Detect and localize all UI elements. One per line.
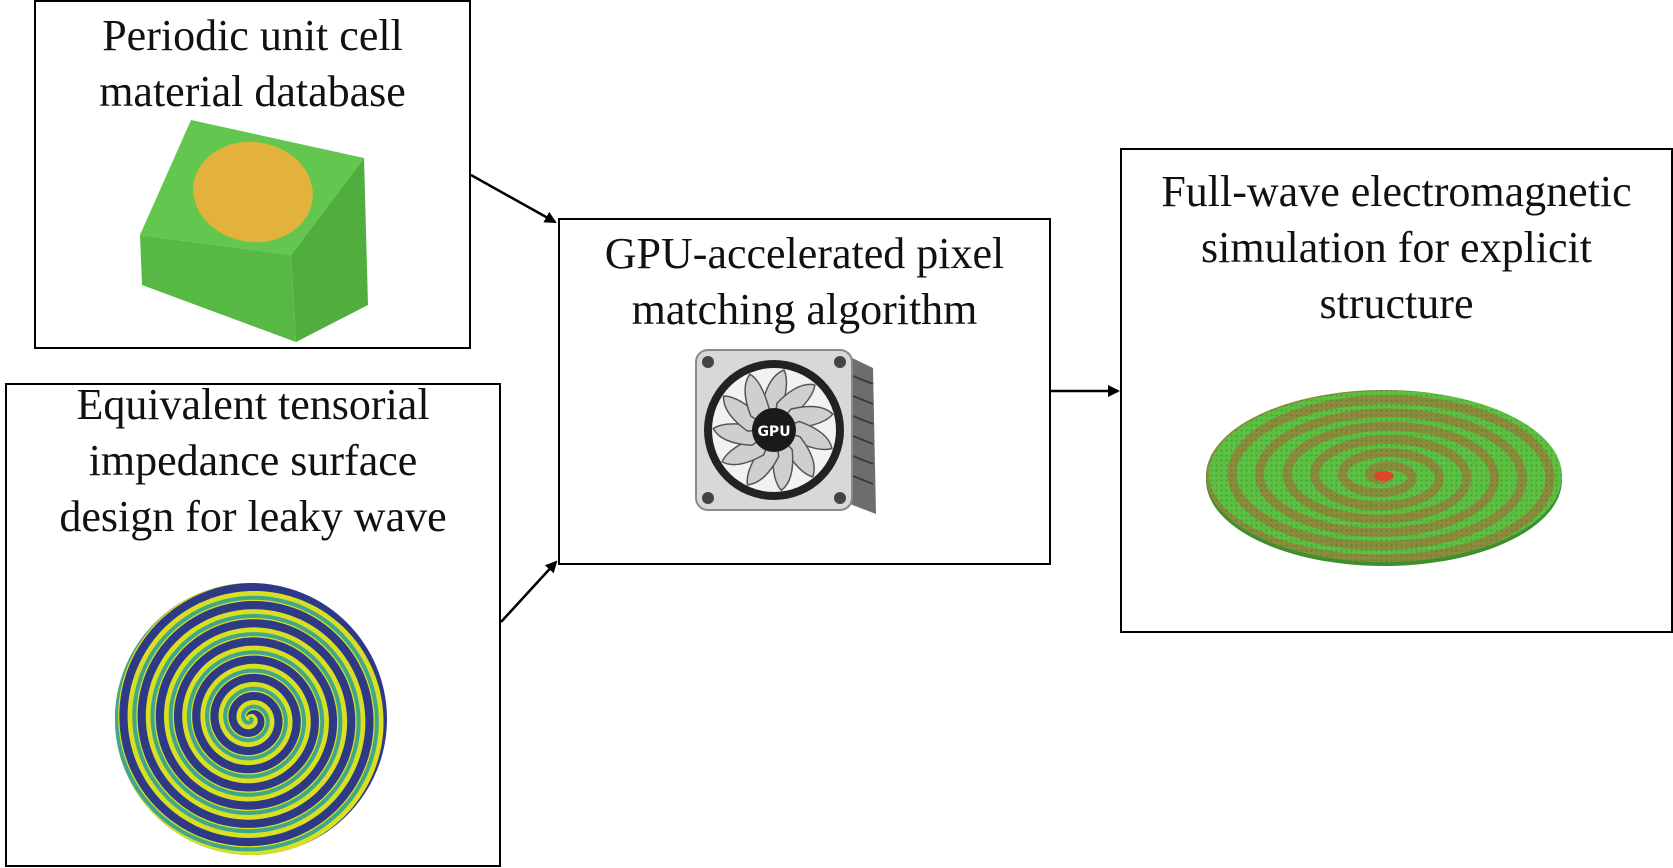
fullwave-box: Full-wave electromagnetic simulation for… xyxy=(1120,148,1673,633)
impedance-title: Equivalent tensorial impedance surface d… xyxy=(59,380,447,541)
unit-cell-block-icon xyxy=(140,120,368,342)
metasurface-disc-icon xyxy=(1206,390,1562,566)
impedance-box: Equivalent tensorial impedance surface d… xyxy=(5,380,501,867)
fullwave-title: Full-wave electromagnetic simulation for… xyxy=(1161,167,1632,328)
unit-cell-title: Periodic unit cell material database xyxy=(99,11,406,116)
arrow-impedance-to-gpu xyxy=(500,560,558,623)
gpu-title: GPU-accelerated pixel matching algorithm xyxy=(604,229,1005,334)
gpu-fan-icon: GPU xyxy=(695,349,876,514)
gpu-logo-text: GPU xyxy=(757,424,790,440)
gpu-box: GPU-accelerated pixel matching algorithm… xyxy=(558,218,1051,565)
unit-cell-box: Periodic unit cell material database xyxy=(34,0,471,349)
spiral-disc-icon xyxy=(115,583,387,855)
arrow-unit-cell-to-gpu xyxy=(470,173,557,224)
